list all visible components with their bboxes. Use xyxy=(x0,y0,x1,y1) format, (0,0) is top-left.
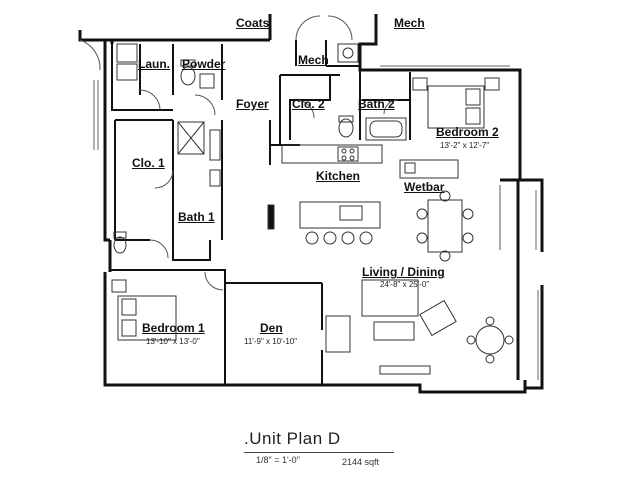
windows xyxy=(93,65,539,380)
room-label-bedroom-1: Bedroom 1 xyxy=(142,321,205,335)
room-label-bedroom-2: Bedroom 2 xyxy=(436,125,499,139)
interior-walls xyxy=(110,40,411,385)
plan-scale: 1/8" = 1'-0" xyxy=(256,455,300,465)
room-label-coats: Coats xyxy=(236,16,270,30)
room-label-bath-2: Bath 2 xyxy=(358,97,395,111)
plan-area: 2144 sqft xyxy=(342,457,380,467)
room-label-laundry: Laun. xyxy=(138,57,170,71)
dimension-living-dining: 24'-8" x 25'-0" xyxy=(380,280,430,289)
room-label-den: Den xyxy=(260,321,283,335)
dimension-bedroom-1: 13'-10" x 13'-0" xyxy=(146,337,200,346)
room-label-foyer: Foyer xyxy=(236,97,269,111)
room-label-living-dining: Living / Dining xyxy=(362,265,445,279)
room-label-powder: Powder xyxy=(182,57,226,71)
room-label-wetbar: Wetbar xyxy=(404,180,445,194)
dimension-den: 11'-9" x 10'-10" xyxy=(244,337,298,346)
bath-fixtures xyxy=(113,43,407,254)
title-rule xyxy=(244,452,394,453)
exterior-walls xyxy=(78,14,544,394)
plan-title: .Unit Plan D xyxy=(244,429,341,448)
kitchen-fixtures xyxy=(267,144,459,245)
room-label-mech-top: Mech xyxy=(394,16,425,30)
room-label-closet-2: Clo. 2 xyxy=(292,97,325,111)
room-label-bath-1: Bath 1 xyxy=(178,210,215,224)
bedroom-furniture xyxy=(111,77,500,341)
room-label-kitchen: Kitchen xyxy=(316,169,361,183)
dimension-bedroom-2: 13'-2" x 12'-7" xyxy=(440,141,490,150)
room-label-closet-1: Clo. 1 xyxy=(132,156,165,170)
living-furniture xyxy=(325,190,514,375)
room-label-mech-inner: Mech xyxy=(298,53,329,67)
door-swings xyxy=(79,15,501,291)
